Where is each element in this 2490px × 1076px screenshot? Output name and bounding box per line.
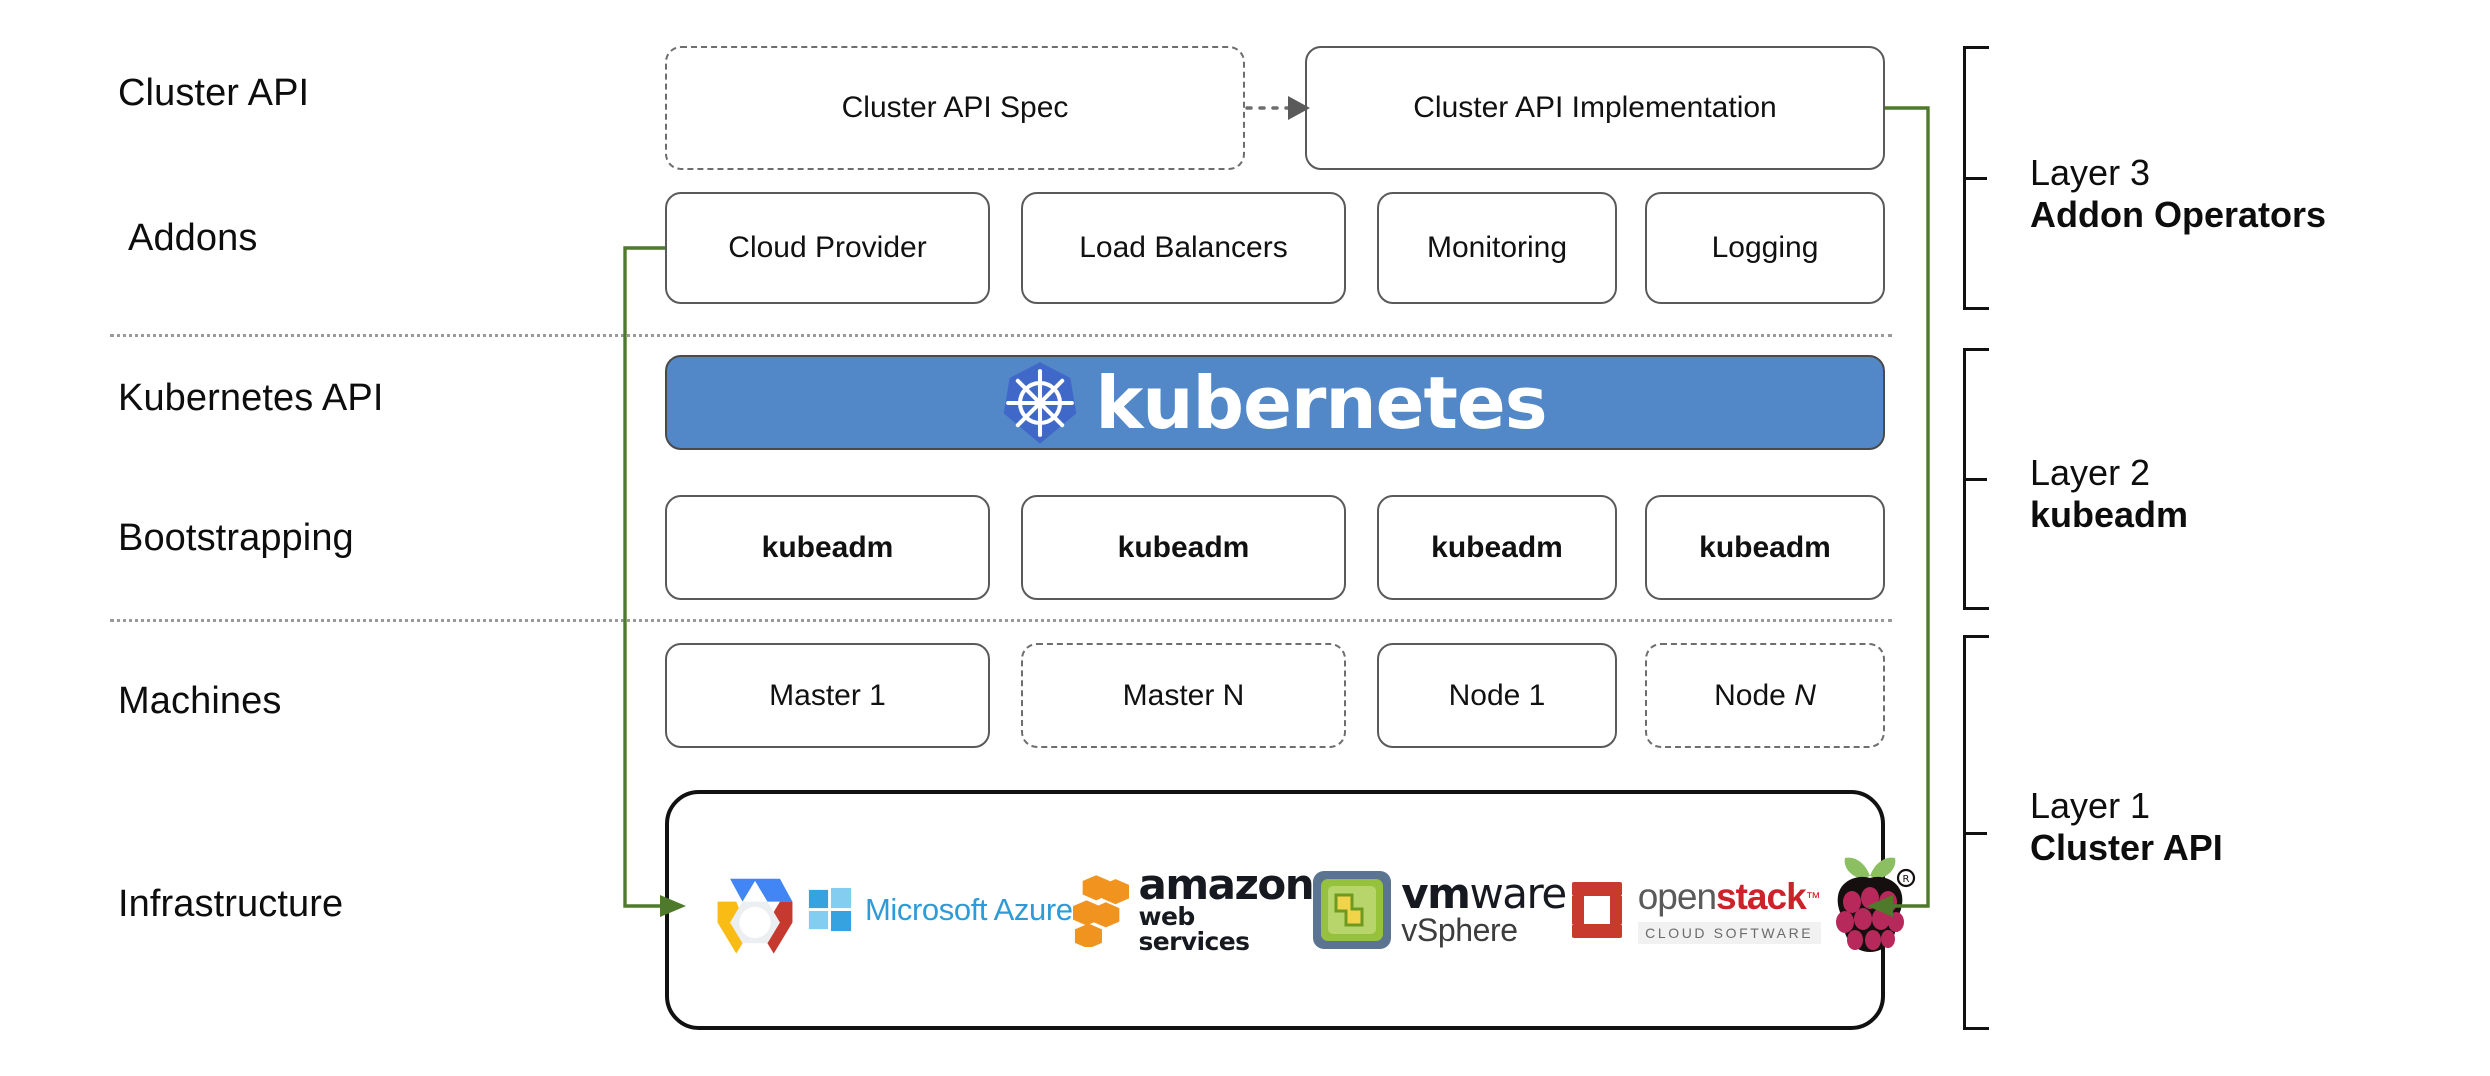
machine-box-master-n[interactable]: Master N bbox=[1021, 643, 1346, 748]
machine-box-node-n[interactable]: Node N bbox=[1645, 643, 1885, 748]
infrastructure-box[interactable]: Microsoft Azure amazon web services bbox=[665, 790, 1915, 1030]
machine-label-master-n: Master N bbox=[1122, 678, 1245, 712]
raspberry-pi-icon: R bbox=[1835, 857, 1915, 952]
separator-line-upper bbox=[110, 334, 1892, 337]
svg-text:R: R bbox=[1902, 874, 1909, 885]
bootstrap-box-2[interactable]: kubeadm bbox=[1021, 495, 1346, 600]
kubernetes-wordmark: kubernetes bbox=[1095, 360, 1547, 445]
cluster-api-implementation-box[interactable]: Cluster API Implementation bbox=[1305, 46, 1885, 170]
arrow-spec-to-implementation bbox=[1245, 96, 1310, 120]
registered-trademark-icon: R bbox=[1896, 868, 1915, 888]
google-cloud-icon bbox=[717, 878, 793, 954]
layer-2-subtitle: kubeadm bbox=[2030, 494, 2189, 536]
layer-bracket-3 bbox=[1963, 46, 1989, 310]
layer-label-3: Layer 3 Addon Operators bbox=[2030, 152, 2326, 237]
row-label-machines: Machines bbox=[118, 680, 282, 722]
machine-label-master-1: Master 1 bbox=[769, 678, 886, 712]
layer-3-subtitle: Addon Operators bbox=[2030, 194, 2327, 236]
layer-1-title: Layer 1 bbox=[2030, 785, 2151, 826]
layer-3-title: Layer 3 bbox=[2030, 152, 2151, 193]
microsoft-azure-wordmark: Microsoft Azure bbox=[865, 892, 1073, 927]
provider-logo-raspberry-pi[interactable]: R bbox=[1821, 855, 1919, 965]
kubernetes-helm-wheel-icon bbox=[1004, 361, 1077, 444]
row-label-kubernetes-api: Kubernetes API bbox=[118, 377, 384, 419]
bootstrap-box-4[interactable]: kubeadm bbox=[1645, 495, 1885, 600]
layer-1-subtitle: Cluster API bbox=[2030, 827, 2223, 869]
layer-bracket-1 bbox=[1963, 635, 1989, 1030]
row-label-cluster-api: Cluster API bbox=[118, 72, 310, 114]
addon-label-logging: Logging bbox=[1711, 231, 1819, 264]
openstack-wordmark-open: open bbox=[1637, 876, 1717, 917]
bootstrap-label-2: kubeadm bbox=[1117, 530, 1250, 564]
vmware-wordmark-ware: ware bbox=[1469, 869, 1567, 919]
layer-label-2: Layer 2 kubeadm bbox=[2030, 452, 2188, 537]
aws-wordmark-top: amazon bbox=[1138, 859, 1315, 909]
openstack-trademark-icon: ™ bbox=[1805, 889, 1821, 907]
addon-box-monitoring[interactable]: Monitoring bbox=[1377, 192, 1617, 304]
addon-label-cloud-provider: Cloud Provider bbox=[728, 231, 927, 264]
addon-box-load-balancers[interactable]: Load Balancers bbox=[1021, 192, 1346, 304]
row-label-bootstrapping: Bootstrapping bbox=[118, 517, 354, 559]
provider-logo-vmware-vsphere[interactable]: vmware vSphere bbox=[1313, 855, 1567, 965]
provider-logo-openstack[interactable]: openstack™ CLOUD SOFTWARE bbox=[1566, 855, 1821, 965]
machine-box-master-1[interactable]: Master 1 bbox=[665, 643, 990, 748]
microsoft-windows-icon bbox=[808, 887, 852, 932]
machine-label-node-n-suffix: N bbox=[1794, 678, 1816, 712]
row-label-infrastructure: Infrastructure bbox=[118, 883, 344, 925]
bootstrap-label-3: kubeadm bbox=[1431, 530, 1563, 564]
machine-label-node-1: Node 1 bbox=[1448, 678, 1546, 712]
vmware-wordmark-vsphere: vSphere bbox=[1401, 911, 1518, 948]
machine-label-node-n: Node bbox=[1714, 678, 1786, 712]
separator-line-lower bbox=[110, 619, 1892, 622]
aws-wordmark-bottom: web services bbox=[1138, 902, 1250, 957]
cluster-api-spec-box[interactable]: Cluster API Spec bbox=[665, 46, 1245, 170]
addon-label-monitoring: Monitoring bbox=[1426, 231, 1568, 264]
bootstrap-label-4: kubeadm bbox=[1699, 530, 1831, 564]
addon-box-logging[interactable]: Logging bbox=[1645, 192, 1885, 304]
layer-bracket-2 bbox=[1963, 348, 1989, 610]
provider-logo-google-cloud[interactable] bbox=[703, 855, 807, 965]
bootstrap-label-1: kubeadm bbox=[761, 530, 894, 564]
bootstrap-box-1[interactable]: kubeadm bbox=[665, 495, 990, 600]
aws-cubes-icon bbox=[1072, 875, 1129, 947]
addon-box-cloud-provider[interactable]: Cloud Provider bbox=[665, 192, 990, 304]
row-label-addons: Addons bbox=[128, 217, 258, 259]
openstack-icon bbox=[1571, 882, 1622, 938]
cluster-api-implementation-label: Cluster API Implementation bbox=[1413, 91, 1777, 124]
vmware-wordmark-top: vmware bbox=[1401, 873, 1567, 915]
bootstrap-box-3[interactable]: kubeadm bbox=[1377, 495, 1617, 600]
provider-logo-amazon-aws[interactable]: amazon web services bbox=[1072, 855, 1315, 965]
machine-box-node-1[interactable]: Node 1 bbox=[1377, 643, 1617, 748]
layer-label-1: Layer 1 Cluster API bbox=[2030, 785, 2223, 870]
openstack-tagline: CLOUD SOFTWARE bbox=[1637, 922, 1821, 944]
addon-label-load-balancers: Load Balancers bbox=[1079, 231, 1288, 264]
cluster-api-spec-label: Cluster API Spec bbox=[841, 91, 1069, 124]
layer-2-title: Layer 2 bbox=[2030, 452, 2151, 493]
vmware-vsphere-icon bbox=[1313, 871, 1392, 949]
openstack-wordmark-stack: stack bbox=[1716, 876, 1807, 917]
kubernetes-banner[interactable]: kubernetes bbox=[665, 355, 1885, 450]
provider-logo-microsoft-azure[interactable]: Microsoft Azure bbox=[807, 855, 1073, 965]
vmware-wordmark-vm: vm bbox=[1401, 869, 1471, 919]
